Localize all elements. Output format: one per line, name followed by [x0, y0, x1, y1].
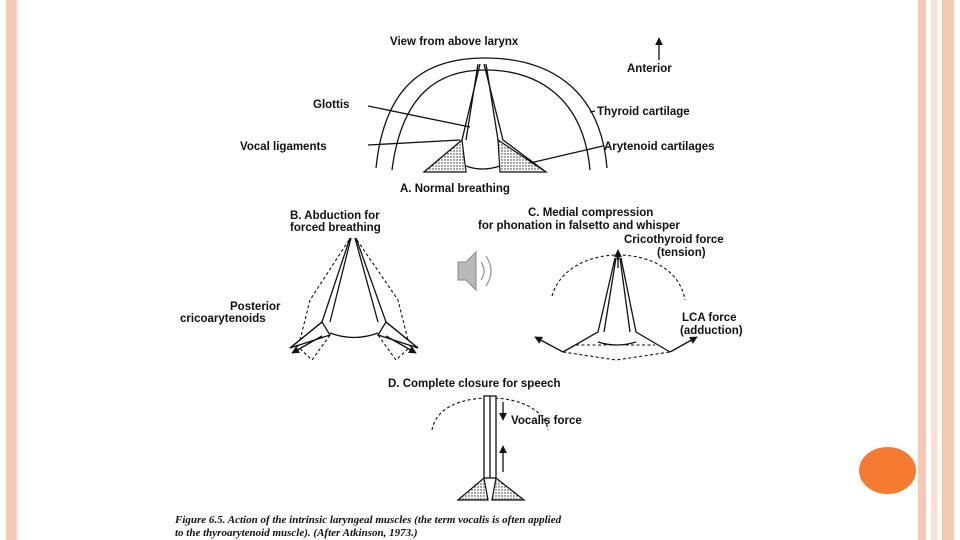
arytenoid-right: [497, 138, 548, 173]
panel-c: C. Medial compression for phonation in f…: [478, 207, 743, 361]
sound-wave-large: [485, 255, 492, 287]
cricothyroid-label: Cricothyroid force: [624, 234, 724, 246]
panel-b-ligament-right-inner: [354, 237, 379, 323]
vocal-ligaments-leader: [367, 139, 461, 146]
panel-a-title: View from above larynx: [390, 36, 519, 48]
figure-caption-line1: Figure 6.5. Action of the intrinsic lary…: [174, 514, 562, 526]
vocalis-label: Vocalis force: [511, 415, 582, 427]
figure-caption-line2: to the thyroarytenoid muscle). (After At…: [175, 527, 418, 539]
panel-a-caption: A. Normal breathing: [400, 183, 510, 195]
panel-b-dash-tri-left: [295, 334, 331, 361]
panel-d: D. Complete closure for speech Vocalis f…: [388, 378, 582, 501]
decorative-orange-circle: [859, 447, 916, 494]
panel-b-dash-tri-right: [377, 334, 413, 361]
panel-b-arytenoid-left: [289, 321, 331, 349]
panel-b-ligament-right: [355, 237, 419, 349]
panel-a: View from above larynx Anterior Glottis …: [240, 36, 715, 195]
thyroid-label: Thyroid cartilage: [597, 106, 690, 118]
anterior-label: Anterior: [627, 63, 672, 75]
panel-c-pull-left: [534, 336, 564, 353]
thyroid-cartilage-inner: [391, 69, 591, 171]
glottis-leader: [367, 105, 471, 128]
arytenoid-left: [422, 138, 467, 173]
panel-c-pull-right: [669, 336, 698, 353]
right-border-stripe: [931, 0, 937, 540]
panel-c-ligament-right-inner: [619, 257, 631, 333]
panel-b-title-line1: B. Abduction for: [290, 210, 380, 222]
cricoarytenoids-label: cricoarytenoids: [180, 313, 266, 325]
panel-b-arytenoid-right: [377, 321, 419, 349]
speaker-icon[interactable]: [457, 250, 492, 292]
panel-b-pull-right: [385, 335, 417, 354]
panel-c-ligament-left-inner: [603, 257, 617, 333]
panel-c-ligament-right: [620, 257, 671, 353]
panel-b-pull-left: [291, 335, 323, 354]
adduction-label: (adduction): [680, 325, 743, 337]
speaker-body: [457, 250, 477, 292]
tension-label: (tension): [657, 247, 706, 259]
cricoid-curve: [465, 165, 501, 170]
panel-d-arytenoid-left: [456, 476, 489, 501]
panel-b-cricoid-curve: [329, 332, 379, 339]
vocal-ligaments-label: Vocal ligaments: [240, 141, 327, 153]
vocal-ligament-right-inner: [485, 63, 499, 141]
right-border-stripe: [918, 0, 926, 540]
sound-wave-small: [480, 261, 485, 281]
panel-b: B. Abduction for forced breathing Poster…: [180, 210, 419, 361]
vocal-ligament-left-inner: [465, 63, 479, 141]
left-border: [6, 0, 16, 540]
posterior-label: Posterior: [230, 301, 281, 313]
panel-b-title-line2: forced breathing: [290, 222, 381, 234]
panel-c-dashed-base: [562, 351, 671, 361]
panel-c-title-line2: for phonation in falsetto and whisper: [478, 220, 680, 232]
panel-c-ligament-left: [562, 257, 616, 353]
panel-c-title-line1: C. Medial compression: [528, 207, 653, 219]
panel-b-abducted-right: [356, 239, 409, 341]
arytenoid-label: Arytenoid cartilages: [604, 141, 715, 153]
thyroid-cartilage-outer: [375, 57, 608, 169]
thyroid-leader: [589, 110, 596, 113]
panel-b-ligament-left: [289, 237, 351, 349]
panel-b-ligament-left-inner: [329, 237, 352, 323]
panel-d-arytenoid-right: [491, 476, 526, 501]
panel-c-cricoid-curve: [597, 341, 637, 346]
glottis-label: Glottis: [313, 99, 349, 111]
panel-d-title: D. Complete closure for speech: [388, 378, 561, 390]
arytenoid-leader: [529, 145, 604, 164]
lca-label: LCA force: [682, 312, 737, 324]
right-border-stripe: [942, 0, 954, 540]
left-border-inner: [16, 0, 18, 540]
panel-b-abducted-left: [299, 239, 350, 341]
